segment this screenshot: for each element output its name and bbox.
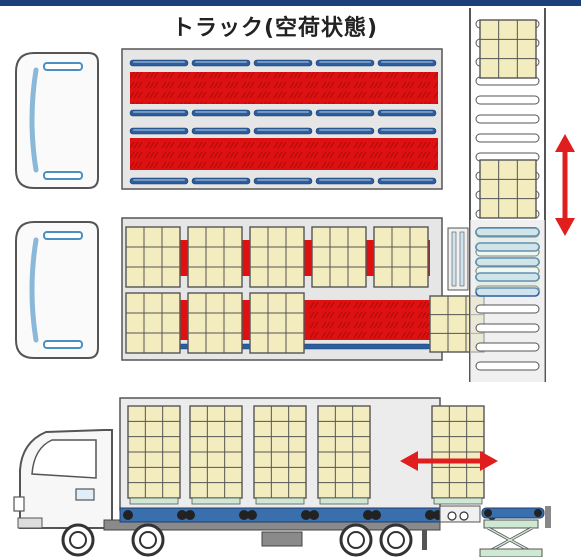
conveyor-roller-icon (309, 510, 319, 520)
conveyor-roller-icon (371, 510, 381, 520)
pallet (433, 497, 483, 505)
cargo-box-icon (127, 405, 181, 499)
conveyor-roller-icon (253, 177, 313, 185)
conveyor-roller-icon (253, 59, 313, 67)
cargo-box-icon (373, 226, 429, 288)
cargo-box-icon (189, 405, 243, 499)
conveyor-roller-icon (377, 127, 437, 135)
conveyor-roller-icon (475, 361, 540, 371)
wheel-icon (61, 523, 95, 557)
rear-lift-conveyor (439, 505, 551, 557)
wheel-icon (339, 523, 373, 557)
truck-cab-icon (15, 52, 99, 189)
pallet (191, 497, 241, 505)
vertical-conveyor (469, 8, 575, 382)
top-bar (0, 0, 581, 6)
rear-stand (422, 530, 427, 550)
red-conveyor-upper (130, 72, 438, 104)
conveyor-roller-icon (315, 109, 375, 117)
cargo-box-icon (249, 292, 305, 354)
conveyor-roller-icon (129, 109, 189, 117)
empty-truck-top-view (15, 48, 443, 190)
conveyor-roller-icon (425, 510, 435, 520)
conveyor-roller-icon (247, 510, 257, 520)
diagram-title: トラック(空荷状態) (171, 16, 379, 41)
truck-side-view (13, 397, 551, 557)
cargo-box-icon (125, 292, 181, 354)
conveyor-roller-icon (191, 127, 251, 135)
conveyor-roller-icon (377, 177, 437, 185)
cargo-boxes-loaded (125, 226, 429, 354)
loaded-truck-top-view (15, 217, 485, 361)
conveyor-roller-icon (123, 510, 133, 520)
pallet (129, 497, 179, 505)
conveyor-roller-icon (253, 127, 313, 135)
conveyor-roller-icon (475, 242, 540, 252)
conveyor-roller-icon (315, 59, 375, 67)
conveyor-roller-icon (377, 59, 437, 67)
conveyor-roller-icon (185, 510, 195, 520)
conveyor-roller-icon (475, 227, 540, 237)
cargo-box-icon (253, 405, 307, 499)
double-arrow-icon (400, 451, 498, 471)
wheel-icon (379, 523, 413, 557)
conveyor-roller-icon (191, 59, 251, 67)
conveyor-roller-icon (475, 95, 540, 105)
cargo-box-icon (431, 405, 485, 499)
conveyor-roller-icon (129, 177, 189, 185)
conveyor-roller-icon (475, 133, 540, 143)
wheel-icon (131, 523, 165, 557)
conveyor-roller-icon (315, 127, 375, 135)
conveyor-roller-icon (363, 510, 373, 520)
roller-rows (129, 59, 437, 185)
truck-cab-icon (13, 429, 113, 529)
cargo-box-icon (249, 226, 305, 288)
conveyor-roller-icon (475, 287, 540, 297)
cargo-box-icon (479, 159, 537, 219)
conveyor-roller-icon (129, 127, 189, 135)
double-arrow-icon (555, 134, 575, 236)
conveyor-roller-icon (253, 109, 313, 117)
conveyor-roller-icon (475, 342, 540, 352)
conveyor-roller-icon (239, 510, 249, 520)
cargo-box-icon (187, 292, 243, 354)
conveyor-roller-icon (377, 109, 437, 117)
conveyor-roller-icon (475, 304, 540, 314)
conveyor-roller-icon (475, 114, 540, 124)
cargo-box-icon (125, 226, 181, 288)
cargo-box-icon (311, 226, 367, 288)
conveyor-roller-icon (191, 109, 251, 117)
cargo-box-icon (317, 405, 371, 499)
fuel-tank (261, 531, 303, 547)
truck-cab-icon (15, 221, 99, 359)
pallet (319, 497, 369, 505)
conveyor-roller-icon (301, 510, 311, 520)
conveyor-roller-icon (191, 177, 251, 185)
pallet (255, 497, 305, 505)
cargo-box-icon (187, 226, 243, 288)
scissor-lift-icon (479, 519, 543, 557)
conveyor-roller-icon (129, 59, 189, 67)
conveyor-roller-icon (475, 323, 540, 333)
conveyor-roller-icon (475, 272, 540, 282)
conveyor-roller-icon (177, 510, 187, 520)
conveyor-roller-icon (475, 257, 540, 267)
red-conveyor-lower (130, 138, 438, 170)
conveyor-roller-icon (315, 177, 375, 185)
cargo-box-icon (479, 19, 537, 79)
transfer-rollers (447, 227, 469, 291)
